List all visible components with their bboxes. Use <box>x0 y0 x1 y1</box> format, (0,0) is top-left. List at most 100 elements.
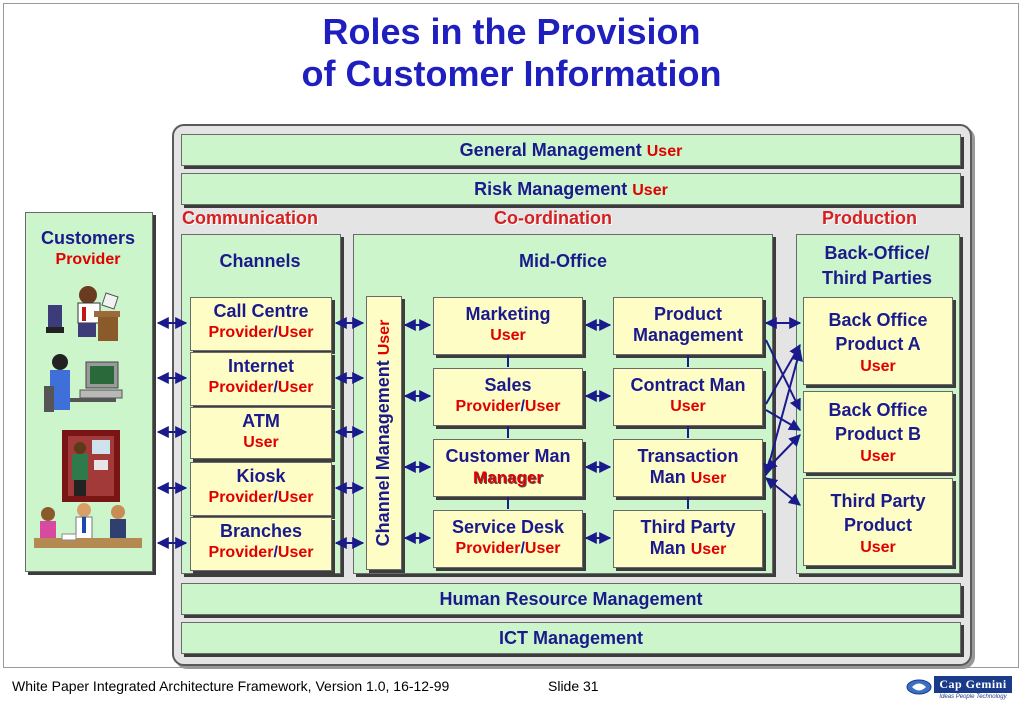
marketing-box: Marketing User <box>433 297 583 355</box>
ict-management-bar: ICT Management <box>181 622 961 654</box>
third-party-product-role: User <box>860 539 896 556</box>
sales-user: User <box>524 398 561 415</box>
logo-tagline: Ideas People Technology <box>939 694 1007 700</box>
third-party-product-box: Third Party Product User <box>803 478 953 566</box>
spade-logo-icon <box>906 679 932 695</box>
service-desk-provider: Provider <box>455 540 521 557</box>
sales-provider: Provider <box>455 398 521 415</box>
cap-gemini-logo: Cap Gemini Ideas People Technology <box>906 676 1012 702</box>
customers-title: Customers <box>40 228 136 248</box>
risk-management-label: Risk Management <box>474 179 628 199</box>
product-management-line1: Product <box>653 304 722 324</box>
call-centre-provider: Provider <box>208 324 274 341</box>
marketing-role: User <box>490 327 526 344</box>
contract-man-label: Contract Man <box>630 375 746 395</box>
transaction-man-line1: Transaction <box>637 446 739 466</box>
slide-number: Slide 31 <box>548 678 599 694</box>
atm-label: ATM <box>242 411 280 431</box>
product-management-box: Product Management <box>613 297 763 355</box>
general-management-role: User <box>646 143 683 160</box>
internet-box: Internet Provider/User <box>190 352 332 406</box>
arrow-contract-man-product-a <box>765 343 801 405</box>
contract-man-box: Contract Man User <box>613 368 763 426</box>
back-office-product-b-box: Back Office Product B User <box>803 391 953 473</box>
sales-separator: / <box>520 398 525 415</box>
risk-management-bar: Risk Management User <box>181 173 961 205</box>
customers-role: Provider <box>55 251 121 268</box>
service-desk-box: Service Desk Provider/User <box>433 510 583 568</box>
third-party-product-line1: Third Party <box>830 491 926 511</box>
kiosk-user: User <box>277 489 314 506</box>
branches-label: Branches <box>219 521 303 541</box>
general-management-bar: General Management User <box>181 134 961 166</box>
mid-office-title: Mid-Office <box>519 251 607 271</box>
internet-label: Internet <box>227 356 294 376</box>
product-b-role: User <box>860 448 896 465</box>
product-a-role: User <box>860 358 896 375</box>
back-office-title-line2: Third Parties <box>821 268 933 288</box>
service-desk-user: User <box>524 540 561 557</box>
transaction-man-role: User <box>690 470 727 487</box>
person-at-desk-icon <box>46 286 120 341</box>
channels-title: Channels <box>219 251 301 271</box>
slide-frame <box>3 3 1019 668</box>
production-header: Production <box>822 208 917 228</box>
risk-management-role: User <box>632 182 668 199</box>
branches-provider: Provider <box>208 544 274 561</box>
third-party-man-box: Third Party Man User <box>613 510 763 568</box>
computer-user-icon <box>44 354 123 412</box>
product-b-line2: Product B <box>834 424 921 444</box>
third-party-product-line2: Product <box>843 515 912 535</box>
arrow-transaction-man-product-b <box>765 434 801 471</box>
internet-separator: / <box>273 379 278 396</box>
marketing-label: Marketing <box>465 304 551 324</box>
customer-man-role: Manager <box>473 468 543 487</box>
transaction-man-line2: Man <box>649 467 686 487</box>
customer-man-label: Customer Man <box>445 446 571 466</box>
branches-separator: / <box>273 544 278 561</box>
third-party-man-line1: Third Party <box>640 517 736 537</box>
slide-title-line1: Roles in the Provision <box>322 11 701 52</box>
call-centre-box: Call Centre Provider/User <box>190 297 332 351</box>
call-centre-separator: / <box>273 324 278 341</box>
sales-label: Sales <box>484 375 532 395</box>
back-office-product-a-box: Back Office Product A User <box>803 297 953 385</box>
atm-user-icon <box>62 430 120 502</box>
call-centre-label: Call Centre <box>213 301 309 321</box>
coordination-header: Co-ordination <box>494 208 612 228</box>
atm-user: User <box>243 434 279 451</box>
sales-box: Sales Provider/User <box>433 368 583 426</box>
slide-title-line2: of Customer Information <box>301 53 722 94</box>
internet-user: User <box>277 379 314 396</box>
meeting-group-icon <box>34 503 142 548</box>
atm-box: ATM User <box>190 407 332 459</box>
product-a-line1: Back Office <box>828 310 928 330</box>
third-party-man-role: User <box>690 541 727 558</box>
customer-man-box: Customer Man Manager <box>433 439 583 497</box>
branches-box: Branches Provider/User <box>190 517 332 571</box>
kiosk-label: Kiosk <box>236 466 286 486</box>
back-office-title-line1: Back-Office/ <box>824 243 930 263</box>
product-a-line2: Product A <box>835 334 921 354</box>
product-management-line2: Management <box>632 325 744 345</box>
kiosk-provider: Provider <box>208 489 274 506</box>
internet-provider: Provider <box>208 379 274 396</box>
product-b-line1: Back Office <box>828 400 928 420</box>
communication-header: Communication <box>182 208 319 228</box>
channel-management-box: Channel Management User <box>366 296 402 570</box>
general-management-label: General Management <box>459 140 642 160</box>
contract-man-role: User <box>670 398 706 415</box>
third-party-man-line2: Man <box>649 538 686 558</box>
logo-wordmark: Cap Gemini <box>934 676 1012 693</box>
call-centre-user: User <box>277 324 314 341</box>
human-resource-bar: Human Resource Management <box>181 583 961 615</box>
footer-text: White Paper Integrated Architecture Fram… <box>12 678 450 694</box>
transaction-man-box: Transaction Man User <box>613 439 763 497</box>
service-desk-separator: / <box>520 540 525 557</box>
kiosk-separator: / <box>273 489 278 506</box>
kiosk-box: Kiosk Provider/User <box>190 462 332 516</box>
arrow-transaction-man-third-party-product <box>765 477 801 506</box>
branches-user: User <box>277 544 314 561</box>
service-desk-label: Service Desk <box>451 517 565 537</box>
